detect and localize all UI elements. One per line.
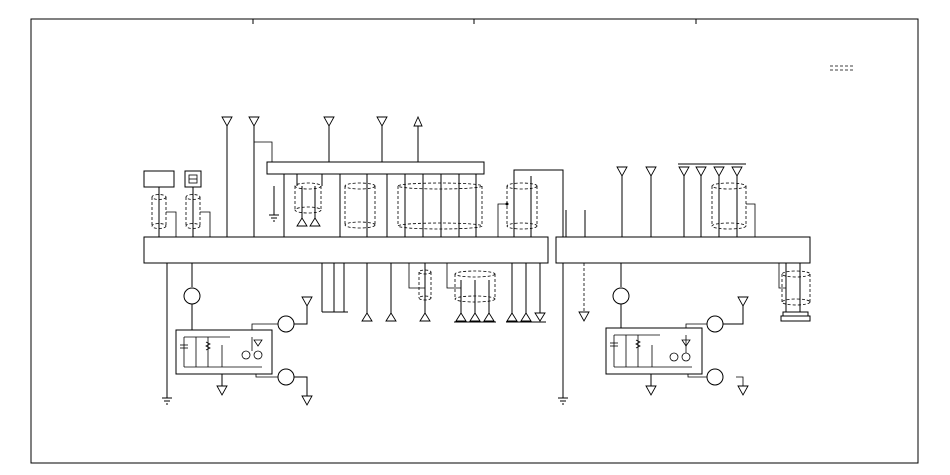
terminal-triangle-icon (736, 376, 749, 396)
sub-circuit-components (610, 334, 692, 368)
terminal-triangle-icon (376, 116, 388, 162)
shielded-wire (151, 187, 177, 237)
ground-icon (269, 186, 279, 222)
terminal-triangle-group (678, 163, 746, 237)
coupler-icon (277, 315, 295, 386)
coupler-icon (612, 263, 630, 328)
terminal-triangle-icon (216, 374, 228, 396)
arrow-up-terminal-icon (413, 115, 423, 162)
shielded-pair (294, 182, 322, 227)
sub-circuit-components (180, 336, 263, 368)
frame-ticks (252, 19, 697, 24)
ground-line-mid (558, 397, 568, 405)
terminal-triangle-icon (616, 166, 657, 237)
connector-stack-icon (778, 263, 811, 322)
bus-drops (283, 174, 477, 237)
terminal-triangle-icon (221, 116, 233, 237)
terminal-triangle-icon (294, 296, 313, 325)
terminal-triangle-icon (294, 376, 313, 406)
module-right (555, 236, 811, 264)
terminal-triangle-icon (323, 116, 335, 162)
dashed-terminal (578, 263, 590, 322)
shielded-bundle (711, 182, 756, 237)
terminal-triangle-icon (723, 296, 749, 325)
dashed-bars-legend (830, 65, 854, 71)
shielded-bundle (397, 182, 483, 230)
terminal-triangle-icon (248, 116, 273, 237)
shielded-wire (408, 263, 432, 301)
terminal-triangle-icon (645, 374, 657, 396)
shielded-wire (185, 187, 211, 237)
connector-box (143, 170, 175, 188)
module-drops (321, 263, 564, 398)
coupler-icon (706, 315, 724, 386)
shielded-bundle (344, 182, 376, 229)
shielded-bundle (446, 263, 496, 323)
module-left (143, 236, 549, 264)
ground-line-left (162, 263, 172, 405)
shielded-wire (497, 169, 564, 237)
connector-symbol-icon (188, 174, 198, 184)
terminal-triangle-icon (361, 312, 546, 322)
coupler-icon (183, 263, 201, 330)
bus-bar (266, 161, 485, 175)
